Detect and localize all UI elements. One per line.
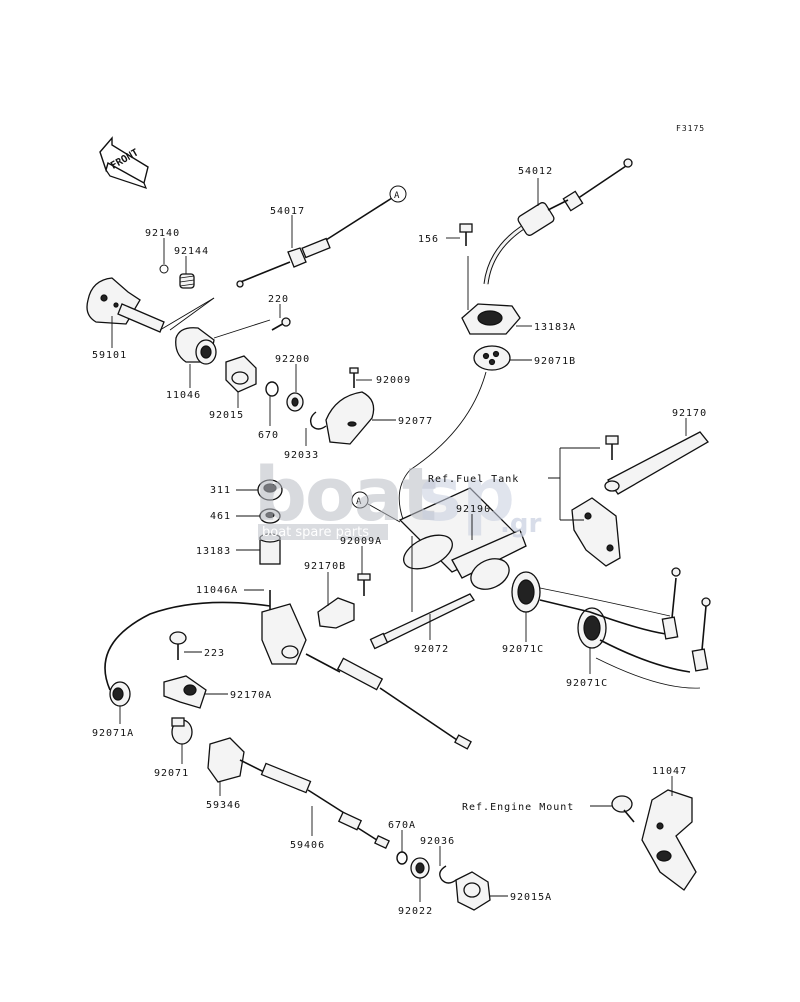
label-156: 156 — [418, 234, 439, 245]
label-92072: 92072 — [414, 644, 449, 655]
bracket-92170 — [604, 431, 709, 495]
grommet-92071C-1 — [511, 571, 541, 613]
label-92071C-2: 92071C — [566, 678, 608, 689]
clip-92036 — [439, 865, 457, 884]
bracket-11046A — [261, 590, 307, 665]
bolt-156 — [459, 223, 473, 246]
label-92170A: 92170A — [230, 690, 272, 701]
label-92144: 92144 — [174, 246, 209, 257]
bolt-engine-mount — [611, 795, 635, 823]
throttle-lever-59101 — [86, 277, 165, 333]
cover-92077 — [325, 391, 375, 445]
washer-92022 — [410, 857, 430, 879]
bracket-fuel-tank — [571, 497, 621, 567]
ref-a-marker-center — [351, 491, 369, 509]
guide-line-center — [398, 371, 487, 523]
bracket-92170B — [317, 597, 355, 629]
label-59346: 59346 — [206, 800, 241, 811]
spring-92144 — [179, 273, 195, 289]
flange-13183A — [461, 303, 521, 335]
label-92033: 92033 — [284, 450, 319, 461]
throttle-case-11046 — [175, 327, 217, 365]
label-13183A: 13183A — [534, 322, 576, 333]
clamp-92170A — [163, 675, 207, 709]
label-92009: 92009 — [376, 375, 411, 386]
ref-fuel-tank-bracket-lines — [548, 447, 600, 521]
label-11046: 11046 — [166, 390, 201, 401]
grommet-92071C-2 — [577, 607, 607, 649]
hose-92190 — [398, 487, 527, 590]
label-92015: 92015 — [209, 410, 244, 421]
label-92071: 92071 — [154, 768, 189, 779]
screw-220 — [271, 317, 291, 331]
screw-223 — [169, 631, 187, 660]
screw-92009A — [357, 573, 371, 596]
ref-a-marker-top — [389, 185, 407, 203]
label-92170: 92170 — [672, 408, 707, 419]
grommet-92071A — [109, 681, 131, 707]
choke-cable-upper — [305, 653, 472, 750]
ref-engine-mount: Ref.Engine Mount — [462, 802, 574, 813]
watermark-domain: .gr — [500, 509, 541, 539]
label-92022: 92022 — [398, 906, 433, 917]
cable-tie-92072 — [369, 593, 475, 650]
label-92015A: 92015A — [510, 892, 552, 903]
nut-92015 — [225, 355, 257, 393]
block-59346 — [207, 737, 245, 783]
nut-92015A — [455, 871, 491, 911]
label-11047: 11047 — [652, 766, 687, 777]
label-92200: 92200 — [275, 354, 310, 365]
label-92170B: 92170B — [304, 561, 346, 572]
throttle-cable-loop — [104, 601, 271, 691]
label-92140: 92140 — [145, 228, 180, 239]
watermark-brand: boat — [254, 452, 436, 538]
label-92077: 92077 — [398, 416, 433, 427]
label-461: 461 — [210, 511, 231, 522]
throttle-cable-54017 — [236, 197, 393, 288]
choke-cable-59406 — [239, 759, 390, 850]
watermark-tagline: boat spare parts — [262, 525, 369, 540]
label-670: 670 — [258, 430, 279, 441]
part-labels: 54017 92140 92144 220 59101 11046 92200 … — [92, 166, 707, 917]
watermark-brand-sp: sp — [418, 452, 515, 538]
circlip-92033 — [309, 411, 327, 430]
leader-lines — [111, 178, 687, 902]
figure-code: F3175 — [676, 124, 705, 133]
ref-fuel-tank: Ref.Fuel Tank — [428, 474, 519, 485]
ref-a-label-center: A — [356, 497, 362, 507]
hose-right — [539, 567, 711, 689]
label-11046A: 11046A — [196, 585, 238, 596]
watermark: boat sp boat spare parts .gr — [254, 452, 541, 540]
label-670A: 670A — [388, 820, 416, 831]
washer-92200 — [286, 392, 304, 412]
front-arrow-icon: FRONT — [99, 136, 149, 189]
label-54012: 54012 — [518, 166, 553, 177]
choke-cable-54012 — [483, 158, 633, 285]
label-92009A: 92009A — [340, 536, 382, 547]
ball-92140 — [159, 264, 169, 274]
o-ring-670 — [265, 381, 279, 397]
label-220: 220 — [268, 294, 289, 305]
grommet-92071 — [171, 717, 193, 745]
label-92036: 92036 — [420, 836, 455, 847]
screw-92009 — [349, 367, 359, 388]
label-59101: 59101 — [92, 350, 127, 361]
label-92190: 92190 — [456, 504, 491, 515]
label-59406: 59406 — [290, 840, 325, 851]
label-311: 311 — [210, 485, 231, 496]
label-92071B: 92071B — [534, 356, 576, 367]
label-92071C-1: 92071C — [502, 644, 544, 655]
label-54017: 54017 — [270, 206, 305, 217]
grommet-92071B — [473, 345, 511, 371]
washer-461 — [259, 508, 281, 524]
label-13183: 13183 — [196, 546, 231, 557]
label-92071A: 92071A — [92, 728, 134, 739]
ref-a-label-top: A — [394, 191, 400, 201]
o-ring-670A — [396, 851, 408, 865]
label-223: 223 — [204, 648, 225, 659]
bracket-11047 — [641, 789, 697, 891]
